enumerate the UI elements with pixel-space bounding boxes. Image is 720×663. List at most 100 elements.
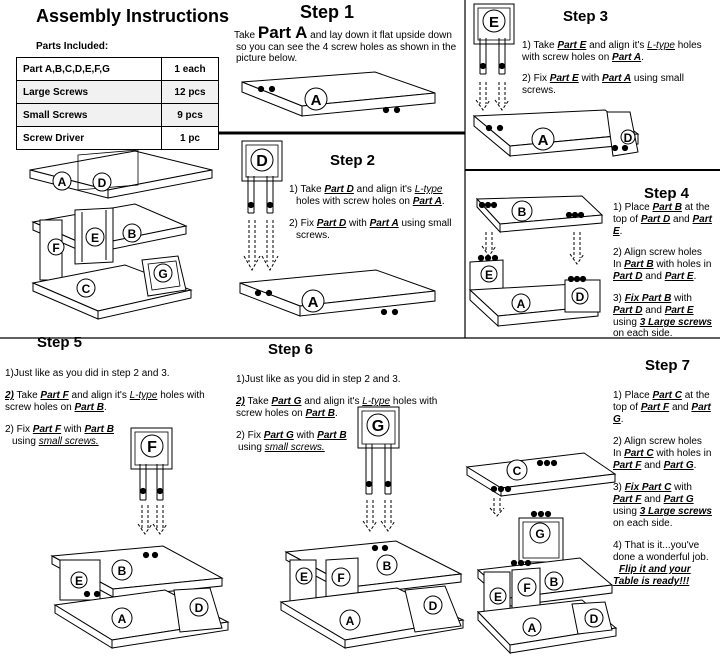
text: 1) Place bbox=[613, 390, 650, 401]
part-ref: Part G bbox=[663, 460, 694, 471]
text: Take bbox=[16, 390, 38, 401]
text: 3) bbox=[613, 482, 622, 493]
step1-line2: so you can see the 4 screw holes as show… bbox=[236, 42, 457, 53]
part-label-a: A bbox=[346, 614, 355, 628]
text: using bbox=[12, 436, 36, 447]
text: holes with screw holes on bbox=[296, 196, 410, 207]
step4-title: Step 4 bbox=[644, 185, 690, 202]
text: top of bbox=[613, 214, 639, 225]
part-ref: Part B bbox=[317, 430, 347, 441]
text: screw holes on bbox=[5, 402, 72, 413]
part-name: Small Screws bbox=[16, 103, 162, 127]
ltype-ref: L-type bbox=[129, 390, 158, 401]
part-ref: Part F bbox=[613, 460, 642, 471]
part-ref: Part E bbox=[664, 305, 694, 316]
screw-ref: small screws. bbox=[38, 436, 99, 447]
step7-i3b: Part F and Part G bbox=[613, 494, 694, 506]
step3-instr1b: with screw holes on Part A. bbox=[522, 52, 644, 63]
part-label-d: D bbox=[256, 153, 268, 170]
part-ref: Part A bbox=[612, 52, 642, 63]
text: with bbox=[581, 73, 600, 84]
part-label-d: D bbox=[98, 176, 107, 190]
part-label-c: C bbox=[82, 282, 91, 296]
step7-i2c: Part F and Part G. bbox=[613, 460, 697, 471]
step4-i1: 1) Place Part B at the bbox=[613, 202, 710, 214]
step1-part-a: Part A bbox=[257, 23, 308, 42]
text: holes with bbox=[392, 396, 438, 407]
overview-diagram bbox=[29, 149, 213, 320]
parts-included-label: Parts Included: bbox=[36, 41, 109, 52]
step7-i1c: G. bbox=[613, 414, 624, 425]
step1-take: Take bbox=[234, 30, 256, 41]
text: 2) bbox=[236, 396, 245, 407]
screw-ref: 3 Large screws bbox=[639, 317, 712, 328]
step4-i3: 3) Fix Part B with bbox=[613, 293, 692, 305]
text: with bbox=[63, 424, 82, 435]
part-ref: Part B bbox=[624, 259, 654, 270]
step1-line1-rest: and lay down it flat upside down bbox=[310, 30, 452, 41]
part-label-e: E bbox=[485, 268, 493, 282]
part-ref: Part D bbox=[613, 305, 643, 316]
part-label-b: B bbox=[550, 575, 559, 589]
part-label-e: E bbox=[489, 14, 499, 31]
text: and bbox=[673, 214, 690, 225]
part-qty: 9 pcs bbox=[161, 103, 219, 127]
step6-i2: 2) Take Part G and align it's L-type hol… bbox=[236, 396, 437, 408]
step4-i3b: Part D and Part E bbox=[613, 305, 694, 317]
part-label-g: G bbox=[158, 267, 167, 281]
step3-instr2b: screws. bbox=[522, 85, 556, 96]
step7-title: Step 7 bbox=[645, 357, 691, 374]
part-ref: Part G bbox=[263, 430, 294, 441]
part-ref: Part F bbox=[32, 424, 62, 435]
text: 3) bbox=[613, 293, 622, 304]
part-label-a: A bbox=[528, 621, 537, 635]
part-ref: Fix Part C bbox=[624, 482, 672, 493]
step6-i3b: using small screws. bbox=[238, 442, 325, 454]
part-ref: Part B bbox=[305, 408, 335, 419]
part-label-a: A bbox=[311, 92, 322, 109]
part-ref: Part D bbox=[316, 218, 347, 229]
part-ref: Part D bbox=[324, 184, 354, 195]
step7-i2: 2) Align screw holes bbox=[613, 436, 702, 447]
text: and align it's bbox=[71, 390, 127, 401]
step6-i2b: screw holes on Part B. bbox=[236, 408, 338, 419]
part-ref: Part F bbox=[640, 402, 670, 413]
step4-i2c: Part D and Part E. bbox=[613, 271, 697, 282]
step7-i3d: on each side. bbox=[613, 518, 673, 529]
part-qty: 12 pcs bbox=[161, 80, 219, 104]
text: with holes in bbox=[656, 259, 712, 270]
step2-title: Step 2 bbox=[330, 152, 376, 169]
part-qty: 1 pc bbox=[161, 126, 219, 150]
text: at the bbox=[684, 390, 710, 401]
step3-instr1: 1) Take Part E and align it's L-type hol… bbox=[522, 40, 702, 52]
step2-instr2: 2) Fix Part D with Part A using small bbox=[289, 218, 452, 230]
part-ref: Part C bbox=[624, 448, 654, 459]
part-ref: Part F bbox=[40, 390, 69, 401]
part-ref: G bbox=[613, 414, 621, 425]
part-ref: Part B bbox=[74, 402, 104, 413]
screw-ref: 3 Large screws bbox=[639, 506, 712, 517]
step6-title: Step 6 bbox=[268, 341, 314, 358]
text: 2) Fix bbox=[236, 430, 261, 441]
part-ref: Fix Part B bbox=[624, 293, 672, 304]
text: with screw holes on bbox=[522, 52, 610, 63]
text: and align it's bbox=[304, 396, 360, 407]
step2-instr2b: screws. bbox=[296, 230, 330, 241]
part-ref: Part C bbox=[652, 390, 682, 401]
step4-i2: 2) Align screw holes bbox=[613, 247, 702, 258]
text: and bbox=[671, 402, 689, 413]
step7-diagram bbox=[465, 452, 618, 655]
step6-diagram bbox=[279, 406, 465, 649]
part-ref: Part E bbox=[557, 40, 587, 51]
text: 2) Fix bbox=[522, 73, 547, 84]
part-label-a: A bbox=[58, 175, 67, 189]
part-label-a: A bbox=[118, 612, 127, 626]
text: 2) Fix bbox=[289, 218, 314, 229]
step4-i2b: In Part B with holes in bbox=[613, 259, 711, 271]
part-ref: Part B bbox=[84, 424, 114, 435]
part-ref: Part bbox=[691, 402, 711, 413]
